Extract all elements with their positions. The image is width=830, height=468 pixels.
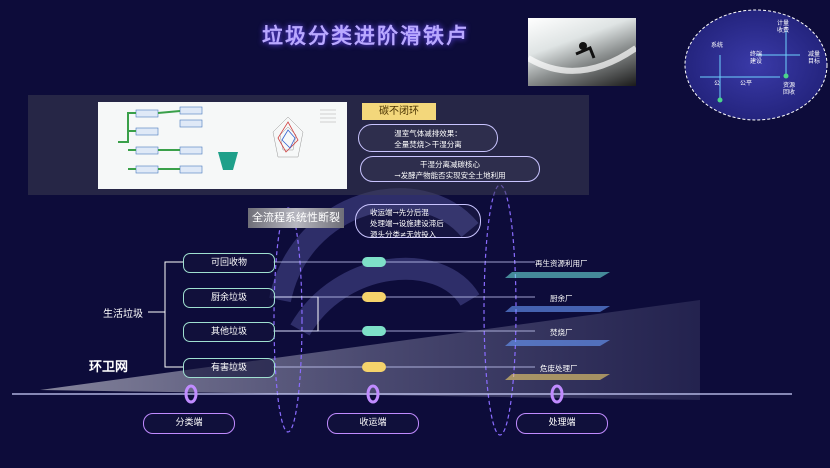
map-label-line: 减量 bbox=[808, 51, 821, 58]
dest-incineration-plant: 焚烧厂 bbox=[550, 328, 573, 337]
capsules bbox=[362, 257, 386, 372]
bubble-line: 干湿分离减碳核心 bbox=[420, 160, 480, 169]
page-title: 垃圾分类进阶滑铁卢 bbox=[262, 24, 469, 48]
carbon-tag: 碳不闭环 bbox=[362, 103, 436, 120]
category-hazardous: 有害垃圾 bbox=[183, 358, 275, 378]
bubble-line: 全量焚烧＞干湿分离 bbox=[394, 140, 462, 149]
flow-lines bbox=[273, 261, 535, 368]
map-pins bbox=[717, 73, 789, 103]
map-label-terminal: 终端 建设 bbox=[750, 51, 762, 65]
bubble-line: →发酵产物能否实现安全土地利用 bbox=[394, 171, 506, 180]
emission-bubble: 温室气体减排效果： 全量焚烧＞干湿分离 bbox=[358, 124, 498, 152]
map-label-line: 回收 bbox=[783, 89, 796, 96]
map-label-line: 终端 bbox=[750, 51, 763, 58]
map-label-public: 公 bbox=[714, 80, 721, 87]
axis-rings bbox=[184, 384, 564, 404]
dest-recycling-plant: 再生资源利用厂 bbox=[535, 259, 588, 268]
map-label-line: 资源 bbox=[783, 82, 796, 89]
map-lines bbox=[700, 30, 800, 100]
separation-bubble: 干湿分离减碳核心 →发酵产物能否实现安全土地利用 bbox=[360, 156, 540, 182]
bubble-line: 收运端→先分后混 bbox=[370, 208, 429, 217]
chain-bubble: 收运端→先分后混 处理端→设施建设滞后 源头分类≠无效投入 bbox=[355, 204, 481, 239]
system-break-heading: 全流程系统性断裂 bbox=[248, 208, 344, 228]
category-other: 其他垃圾 bbox=[183, 322, 275, 342]
category-recyclable: 可回收物 bbox=[183, 253, 275, 273]
source-label: 生活垃圾 bbox=[103, 309, 143, 320]
process-figure bbox=[98, 102, 347, 189]
map-label-recovery: 资源 回收 bbox=[783, 82, 795, 96]
map-label-line: 建设 bbox=[750, 58, 763, 65]
destination-plates bbox=[505, 272, 610, 380]
dest-hazardous-plant: 危废处理厂 bbox=[540, 364, 578, 373]
brand-logo: 环卫网 bbox=[89, 360, 129, 375]
category-kitchen: 厨余垃圾 bbox=[183, 288, 275, 308]
stage-sorting: 分类端 bbox=[143, 413, 235, 434]
skier-photo bbox=[528, 18, 636, 86]
stage-treatment: 处理端 bbox=[516, 413, 608, 434]
map-label-metering: 计量 收费 bbox=[777, 20, 789, 34]
map-label-line: 目标 bbox=[808, 58, 821, 65]
bubble-line: 处理端→设施建设滞后 bbox=[370, 219, 444, 228]
map-label-fairness: 公平 bbox=[740, 80, 753, 87]
map-label-line: 收费 bbox=[777, 27, 790, 34]
bubble-line: 源头分类≠无效投入 bbox=[370, 230, 437, 239]
dest-kitchen-plant: 厨余厂 bbox=[550, 294, 573, 303]
stage-collection: 收运端 bbox=[327, 413, 419, 434]
map-label-reduction: 减量 目标 bbox=[808, 51, 820, 65]
bubble-line: 温室气体减排效果： bbox=[394, 129, 462, 138]
map-label-line: 计量 bbox=[777, 20, 790, 27]
map-label-system: 系统 bbox=[711, 42, 724, 49]
map-ellipse bbox=[684, 9, 828, 121]
